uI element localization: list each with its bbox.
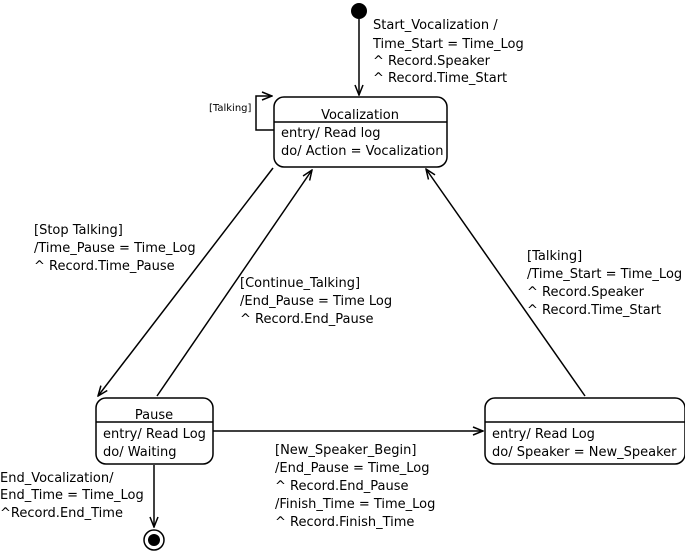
label-line: ^ Record.Time_Start bbox=[527, 303, 661, 318]
edge-continue-talking bbox=[156, 170, 312, 397]
final-state-node bbox=[143, 529, 165, 551]
label-line: /Time_Start = Time_Log bbox=[527, 267, 682, 282]
label-line: Start_Vocalization / bbox=[373, 18, 498, 33]
state-pause-do: do/ Waiting bbox=[103, 445, 177, 460]
state-new-speaker-entry: entry/ Read Log bbox=[492, 427, 595, 442]
label-line: ^ Record.End_Pause bbox=[240, 312, 374, 327]
label-start-vocalization: Start_Vocalization / Time_Start = Time_L… bbox=[372, 18, 524, 86]
label-end-vocalization: End_Vocalization/ End_Time = Time_Log ^R… bbox=[0, 471, 144, 521]
edge-stop-talking bbox=[98, 167, 274, 396]
label-line: ^ Record.End_Pause bbox=[275, 479, 409, 494]
state-pause-entry: entry/ Read Log bbox=[103, 427, 206, 442]
label-talking: [Talking] /Time_Start = Time_Log ^ Recor… bbox=[527, 249, 682, 318]
label-line: [Stop Talking] bbox=[34, 223, 123, 238]
label-line: [Talking] bbox=[527, 249, 582, 264]
label-line: /Finish_Time = Time_Log bbox=[275, 497, 435, 512]
label-line: ^ Record.Speaker bbox=[373, 54, 491, 69]
edge-self-loop-talking bbox=[255, 96, 275, 131]
label-line: /End_Pause = Time Log bbox=[240, 294, 392, 309]
edge-talking-return bbox=[426, 169, 586, 397]
label-line: [New_Speaker_Begin] bbox=[275, 443, 416, 458]
state-new-speaker: entry/ Read Log do/ Speaker = New_Speake… bbox=[484, 397, 685, 465]
label-line: ^ Record.Finish_Time bbox=[275, 515, 414, 530]
state-pause: Pause entry/ Read Log do/ Waiting bbox=[95, 397, 214, 465]
state-new-speaker-do: do/ Speaker = New_Speaker bbox=[492, 445, 677, 460]
state-vocalization-entry: entry/ Read log bbox=[281, 126, 381, 141]
label-line: End_Vocalization/ bbox=[0, 471, 114, 486]
label-line: ^ Record.Time_Start bbox=[373, 71, 507, 86]
label-new-speaker: [New_Speaker_Begin] /End_Pause = Time_Lo… bbox=[275, 443, 435, 530]
label-stop-talking: [Stop Talking] /Time_Pause = Time_Log ^ … bbox=[34, 223, 196, 274]
state-vocalization-do: do/ Action = Vocalization bbox=[281, 144, 443, 159]
label-line: ^ Record.Time_Pause bbox=[34, 259, 175, 274]
label-line: End_Time = Time_Log bbox=[0, 488, 144, 503]
label-line: ^Record.End_Time bbox=[0, 506, 123, 521]
state-vocalization-name: Vocalization bbox=[321, 108, 399, 123]
label-self-loop-talking: [Talking] bbox=[209, 103, 252, 114]
label-line: Time_Start = Time_Log bbox=[372, 37, 524, 52]
state-vocalization: Vocalization entry/ Read log do/ Action … bbox=[273, 96, 448, 168]
label-continue-talking: [Continue_Talking] /End_Pause = Time Log… bbox=[240, 276, 392, 327]
label-line: [Continue_Talking] bbox=[240, 276, 360, 291]
label-line: /Time_Pause = Time_Log bbox=[34, 241, 196, 256]
state-pause-name: Pause bbox=[135, 408, 173, 423]
initial-state-node bbox=[351, 3, 367, 19]
label-line: ^ Record.Speaker bbox=[527, 285, 645, 300]
label-line: /End_Pause = Time_Log bbox=[275, 461, 430, 476]
